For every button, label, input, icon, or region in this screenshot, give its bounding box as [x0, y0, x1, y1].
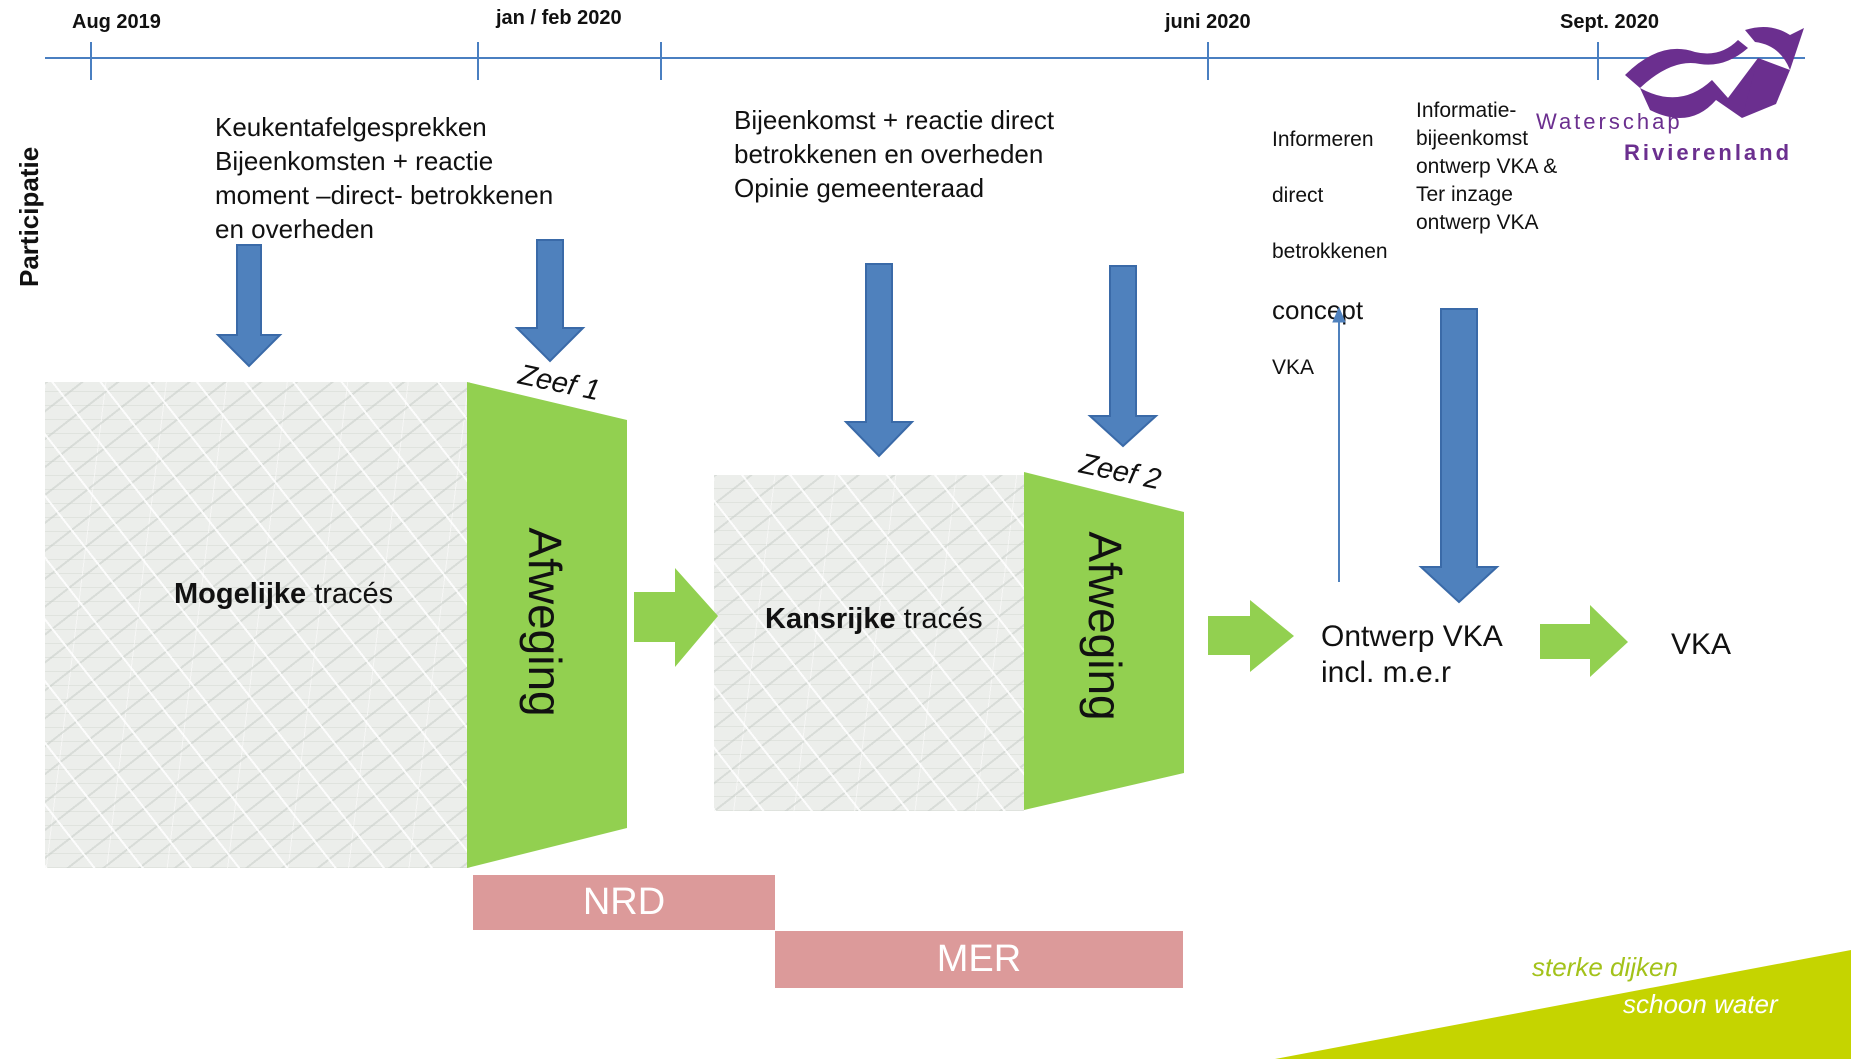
stage-rest-word: tracés	[895, 603, 983, 635]
participation-text-1: Keukentafelgesprekken Bijeenkomsten + re…	[215, 112, 554, 244]
logo-text-waterschap: Waterschap	[1536, 109, 1683, 134]
blue-down-arrow-4	[1087, 265, 1159, 448]
participation-line: VKA	[1272, 356, 1315, 379]
map-image-1	[45, 382, 470, 868]
slogan-line-2: schoon water	[1623, 989, 1778, 1019]
map-image-2	[714, 475, 1024, 811]
stage-mogelijke-tracés: Mogelijke tracés	[174, 578, 393, 611]
afweging-label-2: Afweging	[1079, 531, 1131, 721]
timeline-date: Sept. 2020	[1560, 11, 1659, 33]
green-right-arrow-1	[634, 568, 718, 667]
stage-rest-word: tracés	[306, 578, 394, 610]
waterschap-logo-icon	[1625, 26, 1804, 118]
timeline-date: Aug 2019	[72, 11, 161, 33]
participation-line: betrokkenen	[1272, 240, 1388, 263]
timeline-date: jan / feb 2020	[496, 7, 622, 29]
stage-kansrijke-tracés: Kansrijke tracés	[765, 603, 983, 636]
blue-down-arrow-3	[843, 263, 915, 458]
afweging-label-1: Afweging	[519, 527, 571, 717]
participation-text-3: Informeren direct betrokkenen concept VK…	[1272, 98, 1388, 410]
green-right-arrow-2	[1208, 600, 1294, 672]
afweging-shape-1	[467, 382, 627, 868]
participation-line: concept	[1272, 295, 1364, 325]
blue-down-arrow-2	[514, 239, 586, 363]
participation-text-2: Bijeenkomst + reactie direct betrokkenen…	[734, 105, 1055, 203]
vka-label: VKA	[1671, 628, 1732, 661]
timeline-date: juni 2020	[1165, 11, 1251, 33]
participation-text-4: Informatie- bijeenkomst ontwerp VKA & Te…	[1416, 99, 1558, 234]
mer-bar: MER	[775, 931, 1183, 988]
blue-down-arrow-5	[1418, 308, 1500, 604]
stage-bold-word: Kansrijke	[765, 603, 896, 635]
ontwerp-vka-label: Ontwerp VKA incl. m.e.r	[1321, 620, 1503, 689]
slogan-line-1: sterke dijken	[1532, 952, 1678, 982]
blue-down-arrow-1	[215, 244, 283, 368]
participation-line: Informeren	[1272, 128, 1374, 151]
stage-bold-word: Mogelijke	[174, 578, 307, 610]
participation-line: direct	[1272, 184, 1324, 207]
nrd-bar: NRD	[473, 875, 775, 930]
green-right-arrow-3	[1540, 605, 1628, 677]
slogan-swoosh	[1275, 950, 1851, 1059]
afweging-shape-2	[1024, 472, 1184, 810]
thin-up-arrow	[1332, 306, 1346, 582]
logo-text-rivierenland: Rivierenland	[1624, 140, 1793, 165]
timeline	[45, 42, 1805, 80]
